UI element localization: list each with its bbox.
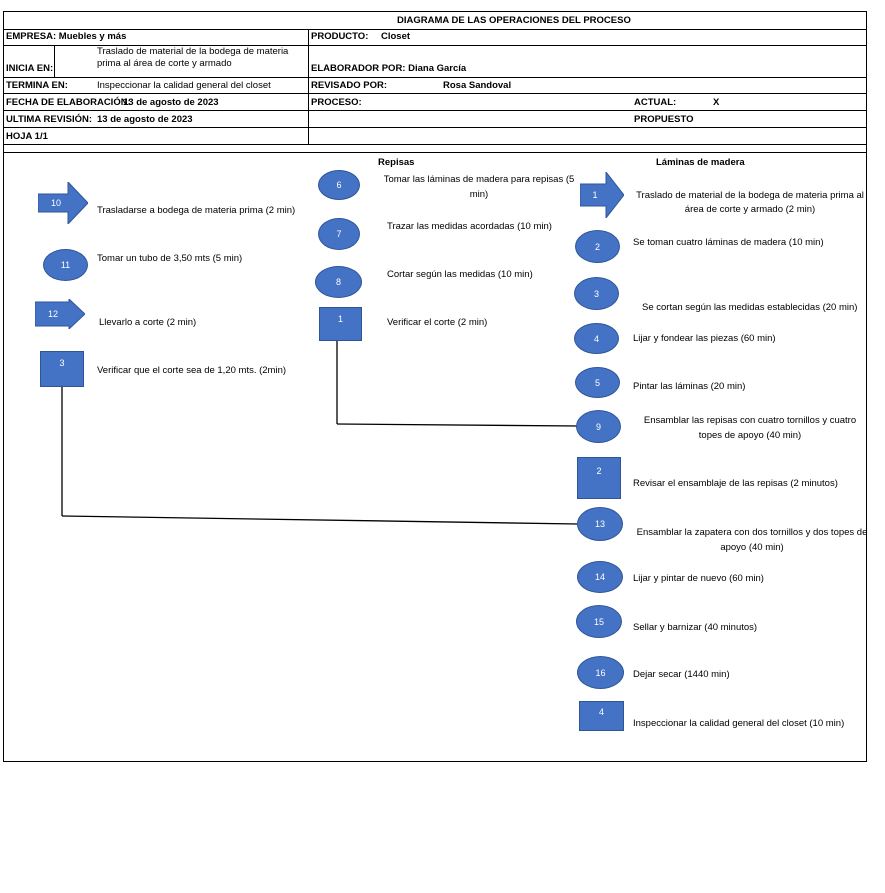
transport-arrow-12: 12 [35,299,85,329]
revisado-value: Rosa Sandoval [443,80,512,91]
proceso-label: PROCESO: [311,97,362,108]
step-number: 4 [593,333,599,344]
step-number: 2 [594,241,600,252]
inspection-square-4: 4 [579,701,624,731]
step-number: 8 [335,277,341,287]
operation-circle-9: 9 [576,410,621,443]
hoja-label: HOJA 1/1 [6,131,48,142]
termina-label: TERMINA EN: [6,80,68,91]
ultima-label: ULTIMA REVISIÓN: [6,114,93,125]
connector-line [61,515,579,525]
step-label: Se cortan según las medidas establecidas… [642,302,858,313]
step-label: Trasladarse a bodega de materia prima (2… [97,205,296,216]
producto-value: Closet [381,31,411,42]
step-label: Tomar un tubo de 3,50 mts (5 min) [97,253,243,264]
operation-circle-6: 6 [318,170,360,200]
operation-circle-14: 14 [577,561,623,593]
propuesto-label: PROPUESTO [634,114,694,125]
step-number: 2 [596,466,602,476]
step-number: 12 [47,309,58,319]
empresa-field: EMPRESA: Muebles y más [6,31,127,42]
step-label: Lijar y fondear las piezas (60 min) [633,333,776,344]
operation-circle-15: 15 [576,605,622,638]
row-divider [3,144,867,145]
step-number: 9 [595,421,601,432]
operation-circle-2: 2 [575,230,620,263]
step-label: Sellar y barnizar (40 minutos) [633,622,758,633]
operation-circle-7: 7 [318,218,360,250]
inspection-square-3: 3 [40,351,84,387]
step-label: Cortar según las medidas (10 min) [387,269,533,280]
step-label: Dejar secar (1440 min) [633,669,730,680]
column-heading-laminas: Láminas de madera [656,157,745,168]
step-number: 10 [50,198,61,208]
step-number: 6 [336,180,342,190]
operation-circle-8: 8 [315,266,362,298]
operation-circle-4: 4 [574,323,619,354]
col-divider [308,29,309,144]
diagram-title: DIAGRAMA DE LAS OPERACIONES DEL PROCESO [397,15,631,26]
actual-value: X [713,97,720,108]
operation-circle-3: 3 [574,277,619,310]
operation-circle-13: 13 [577,507,623,541]
actual-label: ACTUAL: [634,97,677,108]
producto-label: PRODUCTO: [311,31,369,42]
inspection-square-2: 2 [577,457,621,499]
step-number: 3 [59,358,65,368]
row-divider [3,29,867,30]
step-number: 5 [594,377,600,388]
step-number: 13 [594,519,605,529]
step-label: Revisar el ensamblaje de las repisas (2 … [633,478,838,489]
inicia-value: Traslado de material de la bodega de mat… [97,46,289,69]
step-label: Traslado de material de la bodega de mat… [636,190,864,215]
column-heading-repisas: Repisas [378,157,415,168]
elaborador-field: ELABORADOR POR: Diana García [311,63,467,74]
step-number: 3 [593,288,599,299]
step-label: Verificar que el corte sea de 1,20 mts. … [97,365,287,376]
step-label: Inspeccionar la calidad general del clos… [633,718,845,729]
step-number: 1 [592,190,598,200]
col-divider [54,45,55,77]
step-label: Lijar y pintar de nuevo (60 min) [633,573,764,584]
transport-arrow-1: 1 [580,172,624,218]
step-label: Tomar las láminas de madera para repisas… [383,174,575,200]
step-number: 16 [595,667,606,678]
step-label: Trazar las medidas acordadas (10 min) [387,221,552,232]
step-number: 1 [337,314,343,324]
operation-circle-5: 5 [575,367,620,398]
row-divider [3,93,867,94]
step-number: 7 [336,229,342,239]
ultima-value: 13 de agosto de 2023 [97,114,193,125]
step-label: Verificar el corte (2 min) [387,317,488,328]
row-divider [3,110,867,111]
step-label: Se toman cuatro láminas de madera (10 mi… [633,237,824,248]
operation-circle-11: 11 [43,249,88,281]
inspection-square-1: 1 [319,307,362,341]
diagram-frame [3,11,867,762]
row-divider [3,152,867,153]
fecha-label: FECHA DE ELABORACIÓN: [6,97,131,108]
connector-line [336,423,579,427]
step-label: Ensamblar las repisas con cuatro tornill… [643,415,857,441]
termina-value: Inspeccionar la calidad general del clos… [97,80,271,91]
transport-arrow-10: 10 [38,182,88,224]
step-label: Ensamblar la zapatera con dos tornillos … [636,527,868,553]
inicia-label: INICIA EN: [6,63,54,74]
fecha-value: 13 de agosto de 2023 [123,97,219,108]
step-label: Llevarlo a corte (2 min) [99,317,197,328]
step-number: 15 [593,616,604,627]
step-number: 14 [594,572,605,582]
row-divider [3,77,867,78]
row-divider [3,45,867,46]
step-number: 11 [60,260,71,270]
step-label: Pintar las láminas (20 min) [633,381,746,392]
revisado-label: REVISADO POR: [311,80,388,91]
step-number: 4 [598,707,604,717]
row-divider [3,127,867,128]
operation-circle-16: 16 [577,656,624,689]
